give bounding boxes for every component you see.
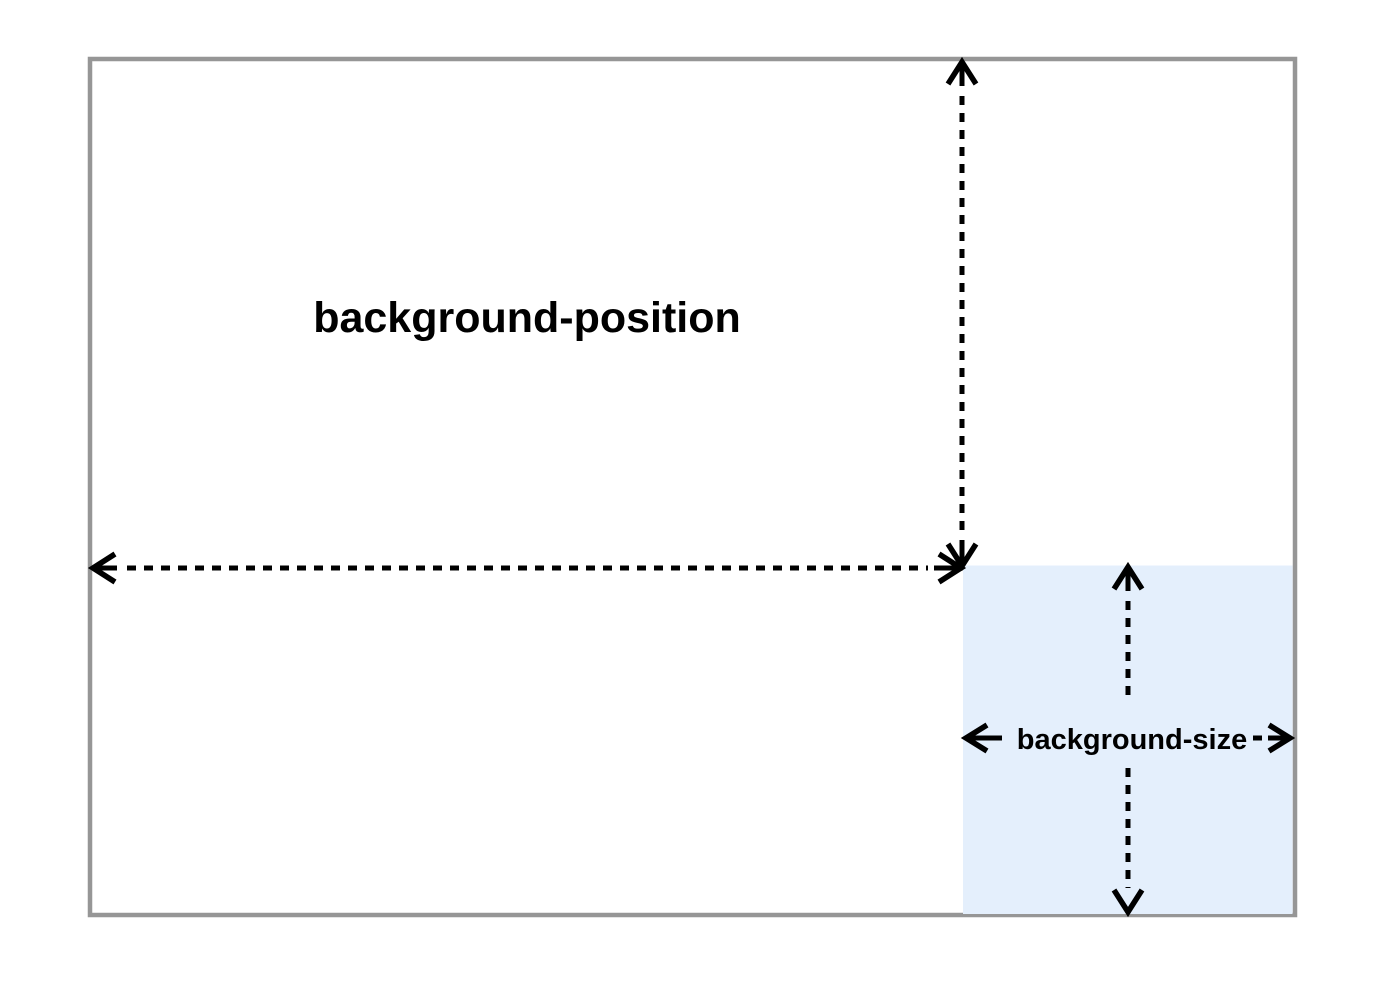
background-size-label: background-size (1017, 724, 1247, 756)
arrow-left-icon (960, 722, 989, 754)
arrow-left-icon (87, 551, 117, 585)
arrow-right-icon (937, 551, 967, 585)
arrow-down-icon (1111, 888, 1145, 918)
size-width-arrow (960, 722, 1296, 754)
arrow-up-icon (945, 56, 979, 86)
position-horizontal-arrow (87, 551, 967, 585)
size-height-arrow (1111, 561, 1145, 918)
arrow-right-icon (1267, 722, 1296, 754)
background-position-label: background-position (313, 294, 741, 342)
arrow-up-icon (1111, 561, 1145, 591)
